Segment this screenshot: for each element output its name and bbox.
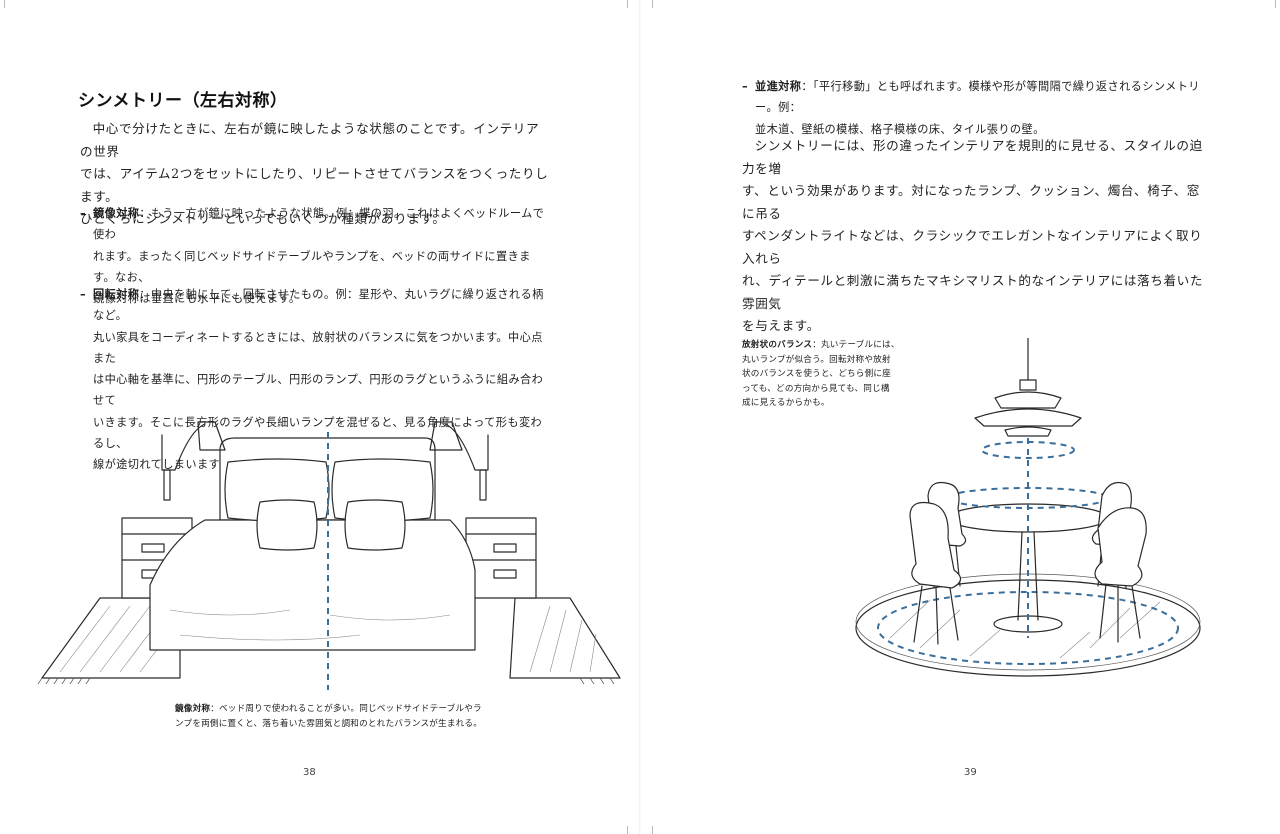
mirror-symmetry-item: – 鏡像対称：もう一方が鏡に映ったような状態。例：蝶の羽。これはよくベッドルーム… — [80, 203, 550, 309]
rotation-line: ：中央を軸にして、回転させたもの。例：星形や、丸いラグに繰り返される柄など。 — [93, 288, 544, 323]
rotation-line: は中心軸を基準に、円形のテーブル、円形のランプ、円形のラグというふうに組み合わせ… — [93, 373, 544, 408]
body-line: を与えます。 — [742, 318, 820, 333]
caption-line: ：丸いテーブルには、 — [812, 340, 900, 350]
rotational-symmetry-item: – 回転対称：中央を軸にして、回転させたもの。例：星形や、丸いラグに繰り返される… — [80, 284, 550, 476]
dining-caption: 放射状のバランス：丸いテーブルには、 丸いランプが似合う。回転対称や放射 状のバ… — [742, 338, 902, 411]
bed-illustration-icon — [37, 421, 621, 690]
crop-mark — [4, 0, 5, 8]
crop-mark — [652, 826, 653, 834]
caption-line: 状のバランスを使うと、どちら側に座 — [742, 369, 891, 380]
bed-caption: 鏡像対称：ベッド周りで使われることが多い。同じベッドサイドテーブルやラ ンプを両… — [175, 702, 505, 731]
mirror-line: 鏡像対称は垂直にも水平にも使えます。 — [93, 292, 301, 306]
translational-symmetry-item: – 並進対称：「平行移動」とも呼ばれます。模様や形が等間隔で繰り返されるシンメト… — [742, 76, 1212, 140]
page-gutter — [639, 0, 641, 834]
crop-mark — [1275, 0, 1276, 8]
body-line: すペンダントライトなどは、クラシックでエレガントなインテリアによく取り入れら — [742, 228, 1203, 266]
translation-line: 並木道、壁紙の模様、格子模様の床、タイル張りの壁。 — [755, 122, 1045, 136]
rotation-line: いきます。そこに長方形のラグや長細いランプを混ぜると、見る角度によって形も変わる… — [93, 415, 543, 451]
intro-line: 中心で分けたときに、左右が鏡に映したような状態のことです。インテリアの世界 — [80, 121, 540, 159]
crop-mark — [627, 0, 628, 8]
caption-line: ：ベッド周りで使われることが多い。同じベッドサイドテーブルやラ — [210, 704, 482, 714]
caption-term: 放射状のバランス — [742, 340, 813, 350]
mirror-line: ：もう一方が鏡に映ったような状態。例：蝶の羽。これはよくベッドルームで使わ — [93, 207, 545, 242]
body-line: す、という効果があります。対になったランプ、クッション、燭台、椅子、窓に吊る — [742, 183, 1201, 221]
body-line: れ、ディテールと刺激に満ちたマキシマリスト的なインテリアには落ち着いた雰囲気 — [742, 273, 1204, 311]
caption-line: ンプを両側に置くと、落ち着いた雰囲気と調和のとれたバランスが生まれる。 — [175, 718, 483, 729]
list-dash: – — [742, 80, 748, 93]
body-paragraph: シンメトリーには、形の違ったインテリアを規則的に見せる、スタイルの迫力を増 す、… — [742, 135, 1212, 338]
page-number-left: 38 — [303, 767, 316, 778]
intro-paragraph: 中心で分けたときに、左右が鏡に映したような状態のことです。インテリアの世界 では… — [80, 118, 550, 231]
translation-line: ：「平行移動」とも呼ばれます。模様や形が等間隔で繰り返されるシンメトリー。例： — [755, 80, 1200, 115]
body-line: シンメトリーには、形の違ったインテリアを規則的に見せる、スタイルの迫力を増 — [742, 138, 1203, 176]
crop-mark — [652, 0, 653, 8]
rotation-line: 丸い家具をコーディネートするときには、放射状のバランスに気をつかいます。中心点ま… — [93, 330, 543, 365]
translation-term: 並進対称 — [755, 80, 802, 93]
caption-line: 成に見えるからかも。 — [742, 398, 830, 409]
list-dash: – — [80, 288, 86, 301]
caption-line: 丸いランプが似合う。回転対称や放射 — [742, 354, 891, 365]
intro-line: では、アイテム2つをセットにしたり、リピートさせてバランスをつくったりします。 — [80, 166, 549, 204]
crop-mark — [627, 826, 628, 834]
page-title: シンメトリー（左右対称） — [78, 91, 288, 111]
caption-line: っても、どの方向から見ても、同じ構 — [742, 383, 890, 394]
rotation-term: 回転対称 — [93, 288, 140, 301]
list-dash: – — [80, 207, 86, 220]
intro-line: ひとくちにシンメトリーといってもいくつか種類があります。 — [80, 211, 446, 226]
mirror-term: 鏡像対称 — [93, 207, 140, 220]
page-number-right: 39 — [964, 767, 977, 778]
caption-term: 鏡像対称 — [175, 704, 211, 714]
round-dining-set-illustration-icon — [855, 338, 1201, 677]
mirror-line: れます。まったく同じベッドサイドテーブルやランプを、ベッドの両サイドに置きます。… — [93, 249, 531, 284]
